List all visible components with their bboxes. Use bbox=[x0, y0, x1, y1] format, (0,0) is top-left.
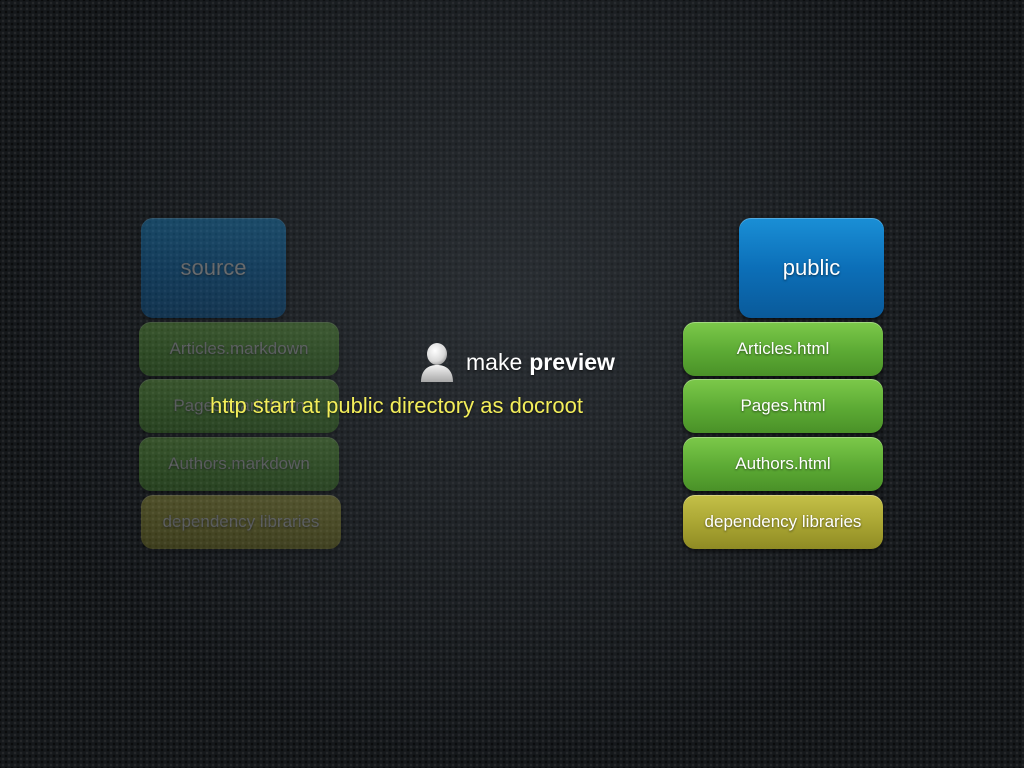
source-file-label: Pages.markdown bbox=[173, 396, 305, 415]
source-dependency-label: dependency libraries bbox=[162, 512, 320, 531]
source-dependency-libraries: dependency libraries bbox=[141, 495, 341, 549]
source-folder-label: source bbox=[180, 255, 247, 280]
public-file-label: Articles.html bbox=[736, 339, 830, 358]
docroot-note: http start at public directory as docroo… bbox=[210, 393, 583, 418]
command-name: preview bbox=[529, 348, 615, 375]
public-dependency-label: dependency libraries bbox=[704, 512, 862, 531]
make-preview-command: make preview bbox=[418, 340, 615, 384]
source-file-pages: Pages.markdown bbox=[139, 379, 339, 433]
user-icon bbox=[418, 341, 456, 383]
public-folder-label: public bbox=[782, 255, 841, 280]
public-dependency-libraries: dependency libraries bbox=[683, 495, 883, 549]
public-file-articles: Articles.html bbox=[683, 322, 883, 376]
public-file-authors: Authors.html bbox=[683, 437, 883, 491]
public-file-pages: Pages.html bbox=[683, 379, 883, 433]
source-file-articles: Articles.markdown bbox=[139, 322, 339, 376]
source-file-authors: Authors.markdown bbox=[139, 437, 339, 491]
source-file-label: Authors.markdown bbox=[168, 454, 310, 473]
public-file-label: Pages.html bbox=[740, 396, 826, 415]
public-file-label: Authors.html bbox=[735, 454, 831, 473]
command-prefix: make bbox=[466, 348, 523, 375]
source-folder-box: source bbox=[141, 218, 286, 318]
public-folder-box: public bbox=[739, 218, 884, 318]
source-file-label: Articles.markdown bbox=[169, 339, 309, 358]
